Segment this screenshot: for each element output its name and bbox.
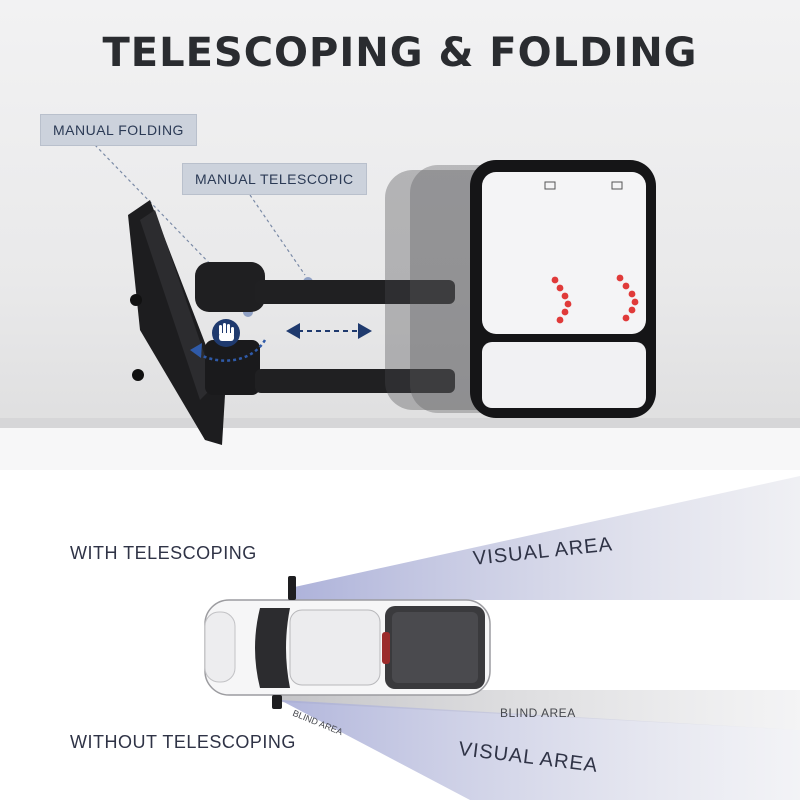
with-telescoping-label: WITH TELESCOPING bbox=[70, 543, 257, 563]
mirror-illustration bbox=[0, 144, 800, 445]
lower-arm bbox=[255, 369, 455, 393]
truck-top-view bbox=[204, 576, 491, 709]
visibility-diagram bbox=[204, 476, 800, 800]
pivot-housing bbox=[195, 262, 265, 312]
without-telescoping-label: WITHOUT TELESCOPING bbox=[70, 732, 296, 752]
main-mirror-glass bbox=[482, 172, 646, 334]
folding-rotation-arrow bbox=[190, 339, 267, 362]
telescoping-double-arrow bbox=[286, 323, 372, 339]
convex-spotter-glass bbox=[482, 342, 646, 408]
defrost-icon bbox=[611, 181, 623, 190]
telescopic-leader-line bbox=[249, 194, 306, 276]
visual-area-cone-top bbox=[290, 476, 800, 600]
hand-icon bbox=[212, 319, 240, 347]
blind-area-wedge bbox=[280, 690, 800, 730]
visual-area-cone-bottom bbox=[280, 700, 800, 800]
manual-telescopic-callout: MANUAL TELESCOPIC bbox=[182, 163, 367, 195]
turn-signal-leds bbox=[551, 274, 639, 324]
manual-folding-callout: MANUAL FOLDING bbox=[40, 114, 197, 146]
blind-area-label-right: BLIND AREA bbox=[500, 706, 576, 720]
product-photo-panel: TELESCOPING & FOLDING MANUAL FOLDING MAN… bbox=[0, 0, 800, 470]
visibility-diagram-panel: WITH TELESCOPING WITHOUT TELESCOPING VIS… bbox=[0, 476, 800, 800]
defrost-icon bbox=[544, 181, 556, 190]
upper-arm bbox=[255, 280, 455, 304]
section-divider bbox=[0, 470, 800, 476]
page-title: TELESCOPING & FOLDING bbox=[102, 30, 698, 76]
